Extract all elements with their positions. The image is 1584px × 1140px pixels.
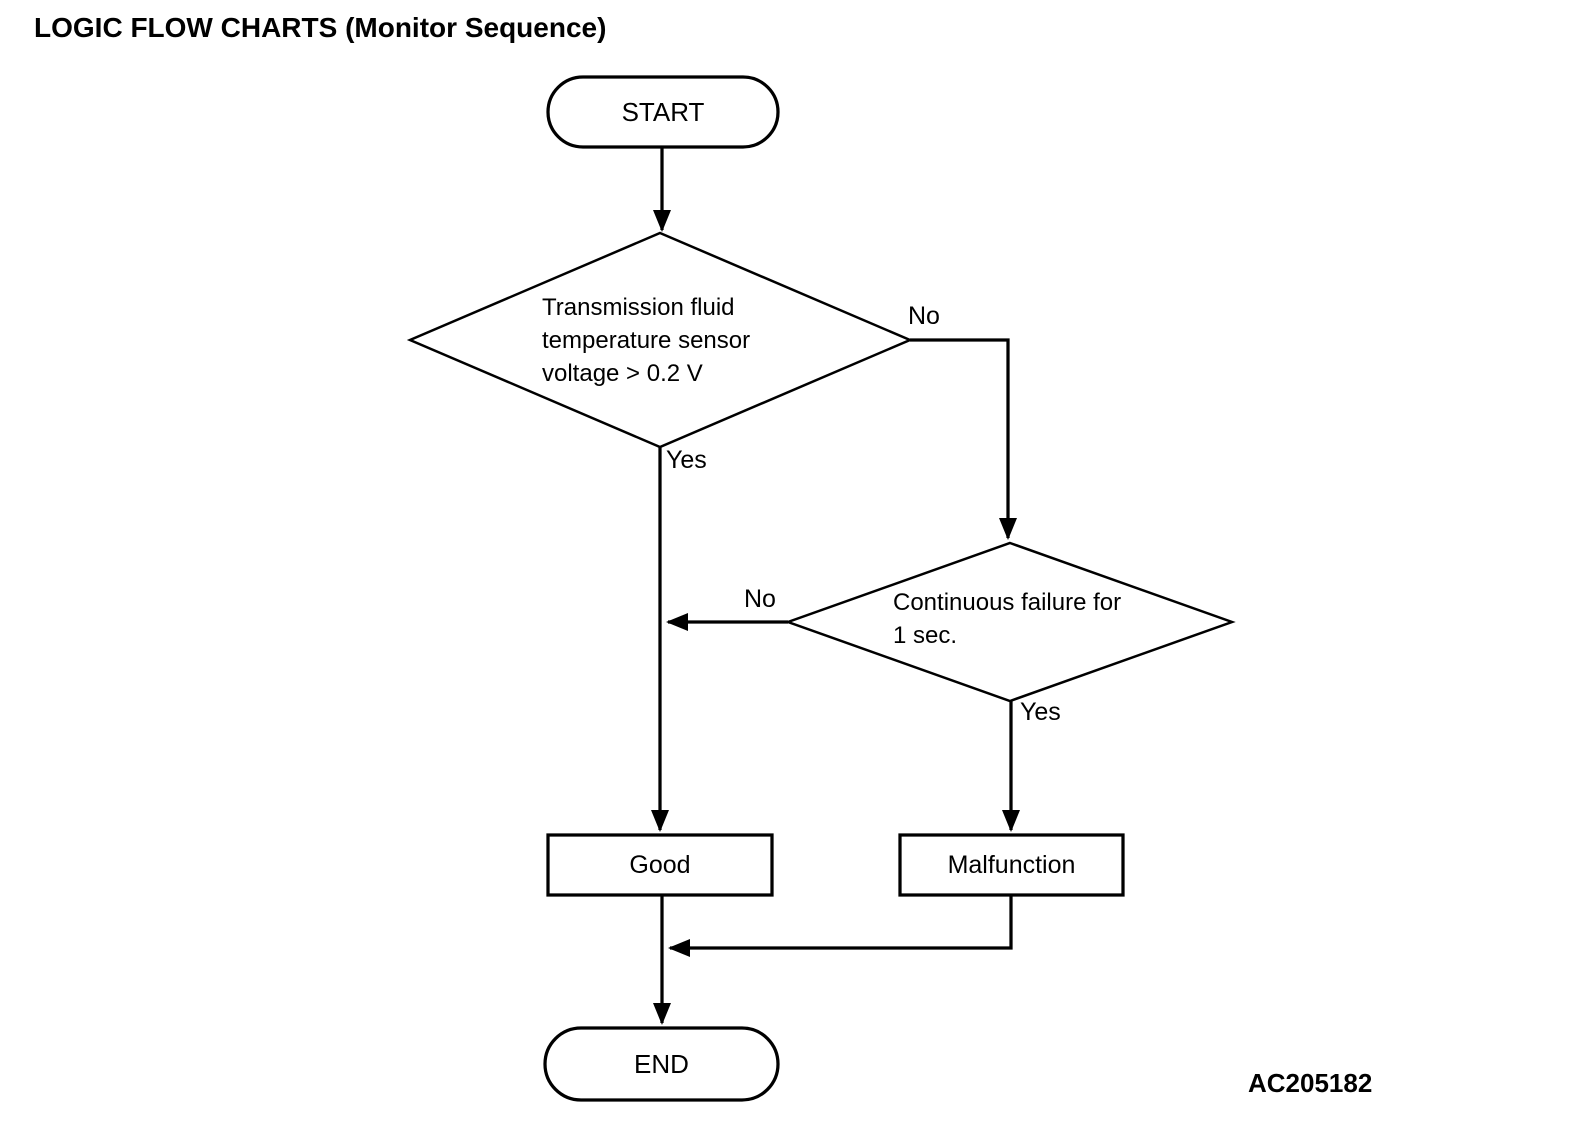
figure-code: AC205182 [1248, 1068, 1373, 1098]
edge-label-decision1-yes: Yes [666, 446, 707, 474]
malfunction-node-label: Malfunction [947, 850, 1076, 879]
good-node-label: Good [629, 850, 691, 879]
decision2-label: Continuous failure for 1 sec. [893, 589, 1122, 649]
edge-label-decision2-no: No [744, 585, 776, 613]
edge-decision1-no-to-decision2 [910, 338, 1017, 540]
edge-label-decision2-yes: Yes [1020, 698, 1061, 726]
page-title: LOGIC FLOW CHARTS (Monitor Sequence) [34, 12, 607, 43]
malfunction-node-shape [898, 833, 1125, 897]
good-node-shape [546, 833, 774, 897]
start-node-shape [546, 75, 780, 149]
start-node-label: START [621, 96, 705, 127]
decision1-diamond-shape [406, 231, 914, 449]
end-node-label: END [634, 1048, 689, 1079]
end-node-shape [543, 1026, 780, 1102]
decision1-label: Transmission fluid temperature sensor vo… [542, 294, 751, 387]
edge-label-decision1-no: No [908, 302, 940, 330]
decision2-diamond-shape [784, 541, 1236, 703]
edge-malfunction-to-end-line [668, 895, 1013, 957]
